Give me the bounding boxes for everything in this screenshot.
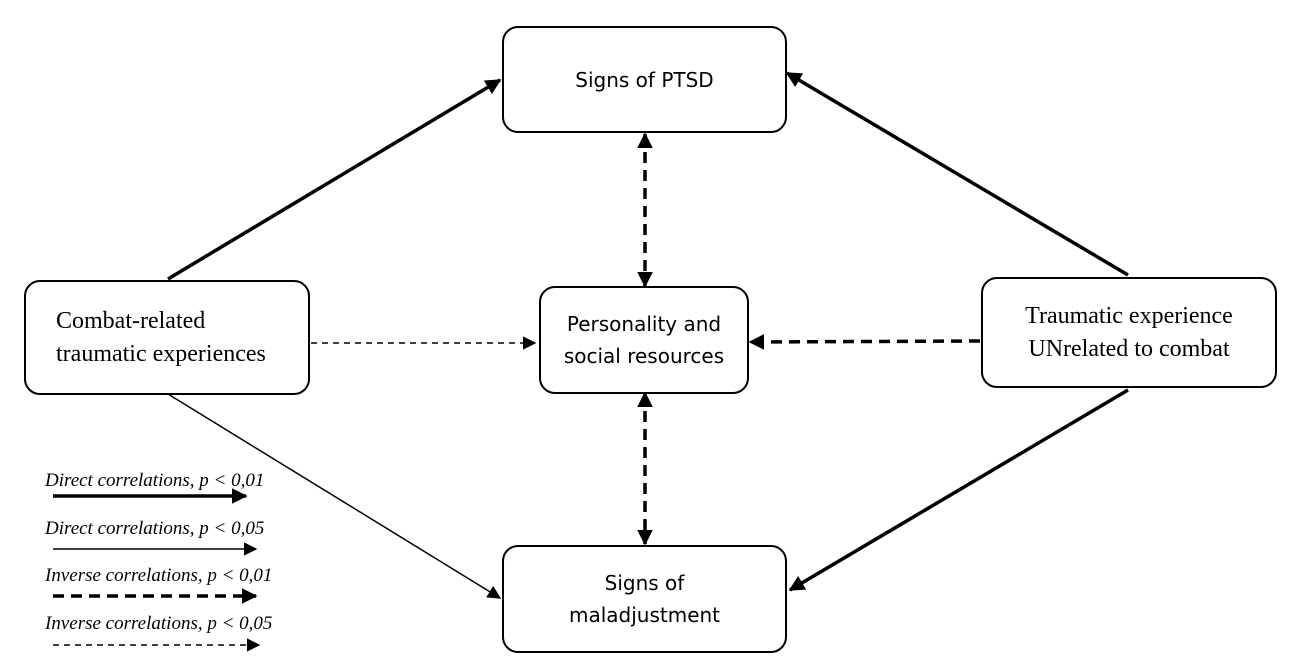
node-label-line: Signs of PTSD [575,67,714,92]
node-label-line: traumatic experiences [56,340,266,367]
arrow-combat-to-ptsd [167,78,502,281]
legend-label-inverse-001: Inverse correlations, p < 0,01 [45,565,273,586]
node-label-line: Traumatic experience [1025,302,1233,329]
node-signs-of-ptsd: Signs of PTSD [502,26,787,133]
node-label-line: Signs of [604,571,685,595]
legend-label-direct-005: Direct correlations, p < 0,05 [45,518,265,539]
node-label-line: social resources [563,344,725,368]
arrow-noncombat-to-ptsd [785,71,1129,277]
node-label-line: UNrelated to combat [1028,335,1230,362]
node-label-line: Combat-related [56,307,206,334]
legend-label-direct-001: Direct correlations, p < 0,01 [45,470,265,491]
arrow-noncombat-to-maladjustment [788,388,1129,592]
node-label-line: Personality and [566,312,722,336]
arrow-combat-to-maladjustment [167,393,502,599]
node-label-line: maladjustment [568,603,721,627]
node-personality-social-resources: Personality and social resources [539,286,749,394]
legend-label-inverse-005: Inverse correlations, p < 0,05 [45,613,273,634]
node-trauma-unrelated-to-combat: Traumatic experience UNrelated to combat [981,277,1277,388]
node-combat-related-trauma: Combat-related traumatic experiences [24,280,310,395]
node-signs-of-maladjustment: Signs of maladjustment [502,545,787,653]
arrow-noncombat-to-resources [748,334,981,350]
